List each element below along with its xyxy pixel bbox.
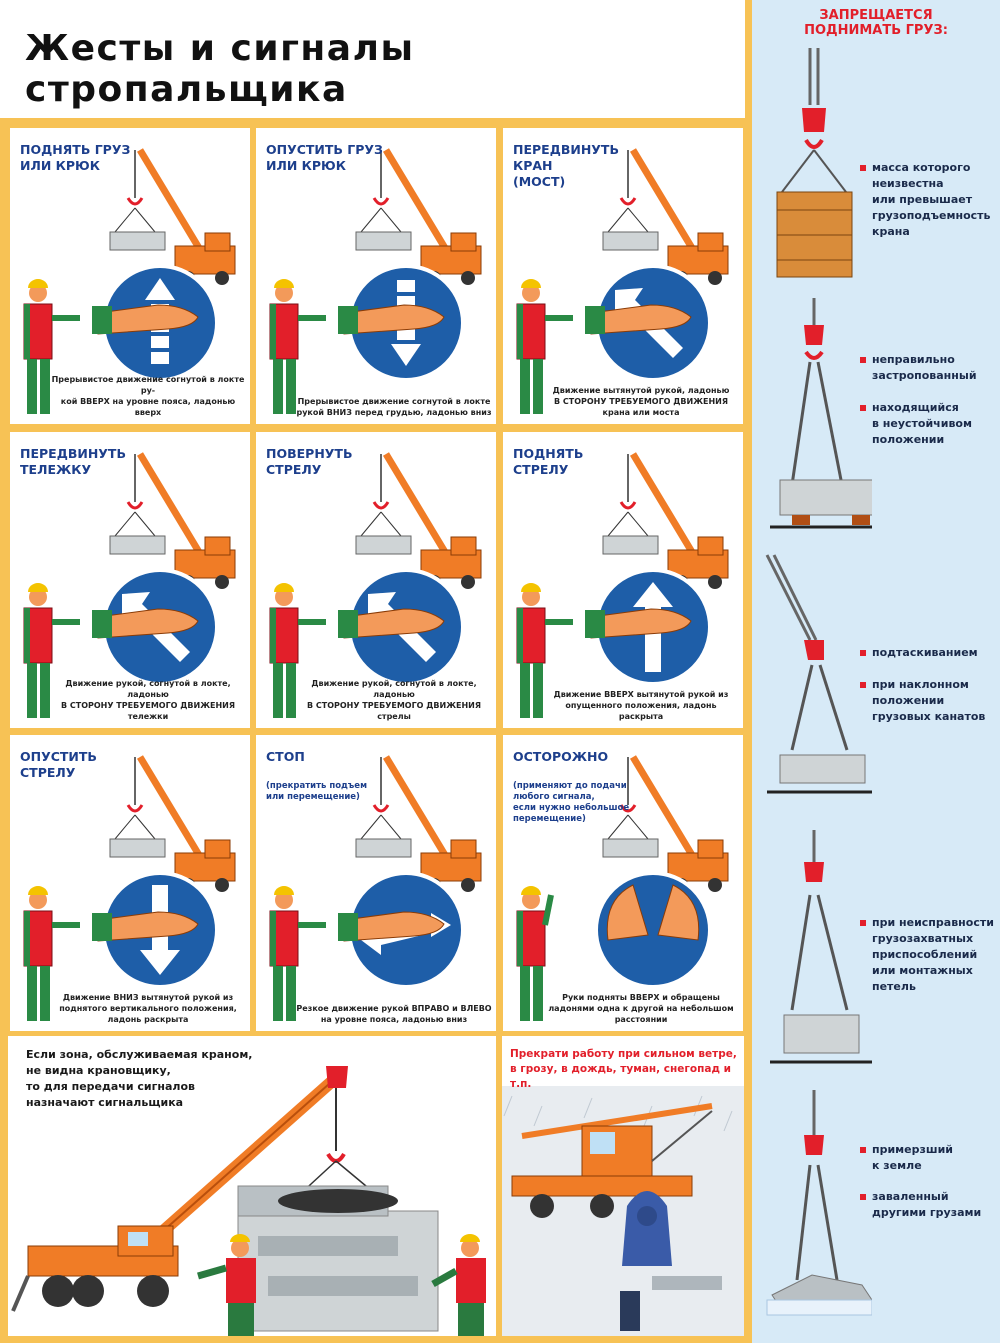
card-title: ПОДНЯТЬ ГРУЗ ИЛИ КРЮК — [20, 142, 131, 173]
signal-card: ПОВЕРНУТЬ СТРЕЛУ Движение рукой, согнуто… — [256, 432, 496, 728]
bullet-icon — [860, 357, 866, 363]
bullet-icon — [860, 682, 866, 688]
card-title: ОПУСТИТЬ СТРЕЛУ — [20, 749, 97, 780]
prohibition-text: при наклонном положении грузовых канатов — [872, 678, 986, 723]
signalman-illustration — [11, 1066, 486, 1336]
page-title: Жесты и сигналы стропальщика — [25, 28, 415, 110]
signal-card: ОСТОРОЖНО (применяют до подачи любого си… — [503, 735, 743, 1031]
prohibition-text: подтаскиванием — [872, 646, 978, 659]
signal-card: ПОДНЯТЬ СТРЕЛУ Движение ВВЕРХ вытянутой … — [503, 432, 743, 728]
faulty-gear-illustration — [770, 830, 872, 1064]
card-title: ПЕРЕДВИНУТЬ ТЕЛЕЖКУ — [20, 446, 126, 477]
prohibition-note: находящийся в неустойчивом положении — [860, 400, 972, 448]
card-description: Прерывистое движение согнутой в локте ру… — [51, 375, 245, 417]
card-illustration — [23, 148, 236, 414]
weather-warning: Прекрати работу при сильном ветре, в гро… — [510, 1048, 737, 1090]
card-illustration — [516, 148, 729, 414]
card-description: Прерывистое движение согнутой в локте ру… — [296, 397, 492, 417]
bullet-icon — [860, 920, 866, 926]
card-illustration — [23, 452, 236, 718]
card-illustration — [269, 755, 482, 1021]
card-illustration — [516, 452, 729, 718]
signalman-panel: Если зона, обслуживаемая краном, не видн… — [8, 1036, 496, 1336]
bullet-icon — [860, 650, 866, 656]
card-illustration — [269, 148, 482, 414]
prohibition-text: при неисправности грузозахватных приспос… — [872, 916, 994, 993]
card-description: Движение ВНИЗ вытянутой рукой из поднято… — [59, 993, 237, 1024]
card-description: Резкое движение рукой ВПРАВО и ВЛЕВО на … — [296, 1004, 492, 1024]
signal-card: ОПУСТИТЬ СТРЕЛУ Движение ВНИЗ вытянутой … — [10, 735, 250, 1031]
title-area: Жесты и сигналы стропальщика — [0, 0, 745, 118]
weather-panel: Прекрати работу при сильном ветре, в гро… — [502, 1036, 744, 1336]
card-illustration — [269, 452, 482, 718]
misslung-illustration — [770, 298, 872, 529]
sidebar-illustrations — [765, 48, 872, 1316]
card-description: Движение рукой, согнутой в локте, ладонь… — [60, 679, 235, 721]
card-description: Движение вытянутой рукой, ладонью В СТОР… — [552, 386, 730, 417]
card-title: ПОВЕРНУТЬ СТРЕЛУ — [266, 446, 353, 477]
crate-illustration — [776, 48, 853, 278]
bullet-icon — [860, 1194, 866, 1200]
card-description: Руки подняты ВВЕРХ и обращены ладонями о… — [548, 993, 734, 1024]
bullet-icon — [860, 1147, 866, 1153]
prohibition-note: при наклонном положении грузовых канатов — [860, 677, 986, 725]
signalman-note: Если зона, обслуживаемая краном, не видн… — [26, 1048, 253, 1109]
card-description: Движение ВВЕРХ вытянутой рукой из опущен… — [553, 690, 729, 721]
frozen-load-illustration — [766, 1090, 872, 1316]
signal-card: ПОДНЯТЬ ГРУЗ ИЛИ КРЮК Прерывистое движен… — [10, 128, 250, 424]
prohibition-note: при неисправности грузозахватных приспос… — [860, 915, 994, 995]
card-illustration — [516, 755, 729, 1021]
card-title: ПЕРЕДВИНУТЬ КРАН (МОСТ) — [513, 142, 619, 189]
bullet-icon — [860, 405, 866, 411]
prohibition-note: масса которого неизвестна или превышает … — [860, 160, 991, 240]
signal-card: ПЕРЕДВИНУТЬ КРАН (МОСТ) Движение вытянут… — [503, 128, 743, 424]
card-subtitle: (прекратить подъем или перемещение) — [266, 781, 368, 802]
prohibition-text: находящийся в неустойчивом положении — [872, 401, 972, 446]
sidebar-header: ЗАПРЕЩАЕТСЯ ПОДНИМАТЬ ГРУЗ: — [804, 8, 948, 38]
card-title: СТОП — [266, 749, 305, 764]
prohibition-text: примерзший к земле — [872, 1143, 953, 1172]
weather-illustration — [502, 1086, 744, 1336]
prohibition-note: примерзший к земле — [860, 1142, 953, 1174]
signal-card: СТОП (прекратить подъем или перемещение)… — [256, 735, 496, 1031]
card-subtitle: (применяют до подачи любого сигнала, есл… — [513, 781, 630, 824]
bullet-icon — [860, 165, 866, 171]
card-title: ОПУСТИТЬ ГРУЗ ИЛИ КРЮК — [266, 142, 383, 173]
card-title: ОСТОРОЖНО — [513, 749, 609, 764]
card-description: Движение рукой, согнутой в локте, ладонь… — [306, 679, 481, 721]
prohibition-text: масса которого неизвестна или превышает … — [872, 161, 991, 238]
prohibition-text: неправильно застропованный — [872, 353, 977, 382]
prohibition-note: подтаскиванием — [860, 645, 978, 661]
dragging-illustration — [765, 554, 872, 794]
signal-card: ОПУСТИТЬ ГРУЗ ИЛИ КРЮК Прерывистое движе… — [256, 128, 496, 424]
prohibition-note: неправильно застропованный — [860, 352, 977, 384]
card-title: ПОДНЯТЬ СТРЕЛУ — [513, 446, 584, 477]
signal-card: ПЕРЕДВИНУТЬ ТЕЛЕЖКУ Движение рукой, согн… — [10, 432, 250, 728]
card-illustration — [23, 755, 236, 1021]
prohibition-note: заваленный другими грузами — [860, 1189, 982, 1221]
prohibition-text: заваленный другими грузами — [872, 1190, 982, 1219]
